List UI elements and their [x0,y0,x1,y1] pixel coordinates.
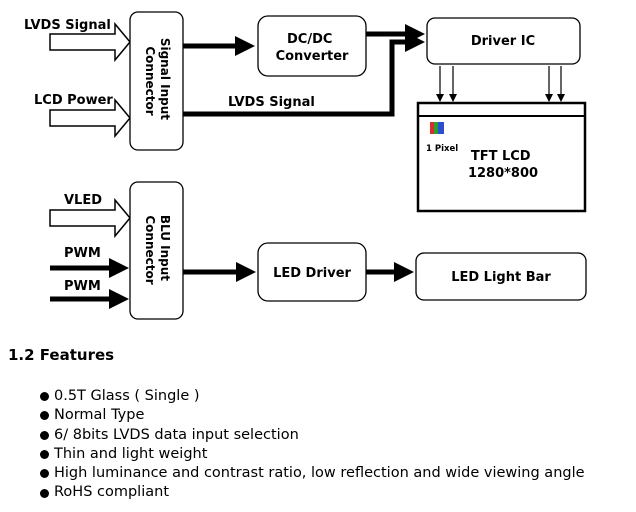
led-light-bar-label: LED Light Bar [451,270,551,285]
vled-input-arrow [49,197,131,239]
bullet-icon [40,392,49,402]
feature-text: Normal Type [54,407,145,424]
pixel-label: 1 Pixel [426,144,458,154]
led-driver-label: LED Driver [273,266,351,281]
lvds-signal-input-arrow [49,21,131,63]
tft-lcd-label: TFT LCD 1280*800 [468,149,538,181]
blu-connector-label: BLU Input Connector [143,215,172,285]
list-item: 0.5T Glass ( Single ) [40,387,585,406]
lvds-signal-wire-arrow [183,32,425,117]
bullet-icon [40,469,49,479]
signal-input-connector [129,11,184,151]
feature-text: RoHS compliant [54,484,170,501]
pwm-input-2-label: PWM [64,279,101,294]
bullet-icon [40,430,49,440]
driver-ic-label: Driver IC [471,34,535,49]
list-item: 6/ 8bits LVDS data input selection [40,426,585,445]
feature-text: 6/ 8bits LVDS data input selection [54,426,299,443]
feature-text: 0.5T Glass ( Single ) [54,388,200,404]
list-item: RoHS compliant [40,483,585,502]
features-list: 0.5T Glass ( Single ) Normal Type 6/ 8bi… [40,387,585,503]
lcd-power-input-arrow [49,97,131,139]
vled-input-label: VLED [64,193,102,208]
dcdc-converter-label: DC/DC Converter [276,32,349,64]
feature-text: High luminance and contrast ratio, low r… [54,465,585,482]
driver-ic-box [426,17,581,65]
feature-text: Thin and light weight [54,445,208,462]
lcd-power-input-label: LCD Power [34,93,113,108]
lvds-signal-input-label: LVDS Signal [24,18,111,33]
signal-connector-label: Signal Input Connector [143,38,172,124]
tft-lcd-panel [416,101,587,213]
led-light-bar-box [415,252,587,301]
bullet-icon [40,450,49,460]
bullet-icon [40,488,49,498]
pwm-input-1-label: PWM [64,246,101,261]
pixel-red-subpixel [430,122,434,134]
dcdc-converter-box [257,15,367,77]
list-item: High luminance and contrast ratio, low r… [40,464,585,483]
blu-input-connector [129,181,184,320]
pixel-blue-subpixel [438,122,444,134]
block-diagram: LVDS Signal LCD Power Signal Input Conne… [24,11,587,320]
list-item: Thin and light weight [40,445,585,464]
list-item: Normal Type [40,406,585,425]
lvds-signal-wire-label: LVDS Signal [228,95,315,110]
pixel-green-subpixel [434,122,438,134]
bullet-icon [40,411,49,421]
features-section-title: 1.2 Features [8,346,115,364]
